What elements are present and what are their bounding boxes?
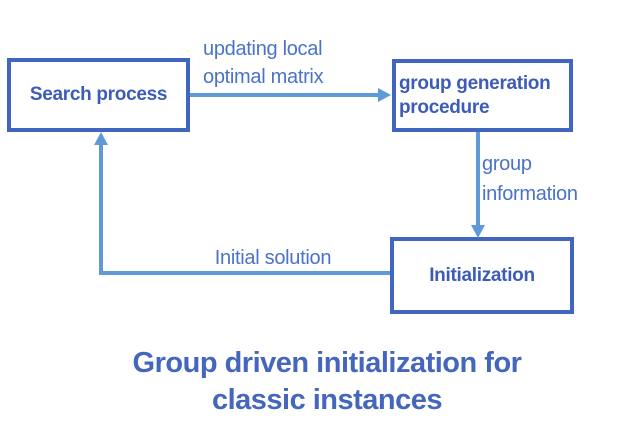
node-search-process-label: Search process xyxy=(29,84,168,105)
diagram-title-line2: classic instances xyxy=(211,384,443,416)
diagram-title: Group driven initialization for classic … xyxy=(27,345,626,419)
node-group-generation-label-line1: group generation xyxy=(399,72,551,94)
edge-label-updating-line1: updating local xyxy=(203,38,323,60)
edge-label-group-information: group information xyxy=(482,149,578,209)
edge-label-group-info-line1: group xyxy=(482,153,532,175)
edge-label-updating-line2: optimal matrix xyxy=(203,66,324,88)
arrow-down-head-icon xyxy=(471,225,485,238)
node-search-process: Search process xyxy=(7,58,190,132)
arrow-init-to-search-vline xyxy=(99,144,103,275)
arrow-group-to-init-line xyxy=(476,132,480,226)
node-group-generation-procedure: group generation procedure xyxy=(392,59,573,132)
edge-label-updating-local-optimal-matrix: updating local optimal matrix xyxy=(203,35,324,91)
node-initialization-label: Initialization xyxy=(429,264,535,286)
arrow-init-to-search-hline xyxy=(99,271,390,275)
arrow-up-head-icon xyxy=(94,132,108,145)
node-group-generation-label-line2: procedure xyxy=(399,96,490,118)
edge-label-group-info-line2: information xyxy=(482,183,578,205)
arrow-right-head-icon xyxy=(378,88,391,102)
arrow-search-to-group-line xyxy=(190,93,379,97)
edge-label-initial-solution: Initial solution xyxy=(214,247,332,269)
diagram-title-line1: Group driven initialization for xyxy=(132,347,522,379)
node-initialization: Initialization xyxy=(390,237,574,314)
